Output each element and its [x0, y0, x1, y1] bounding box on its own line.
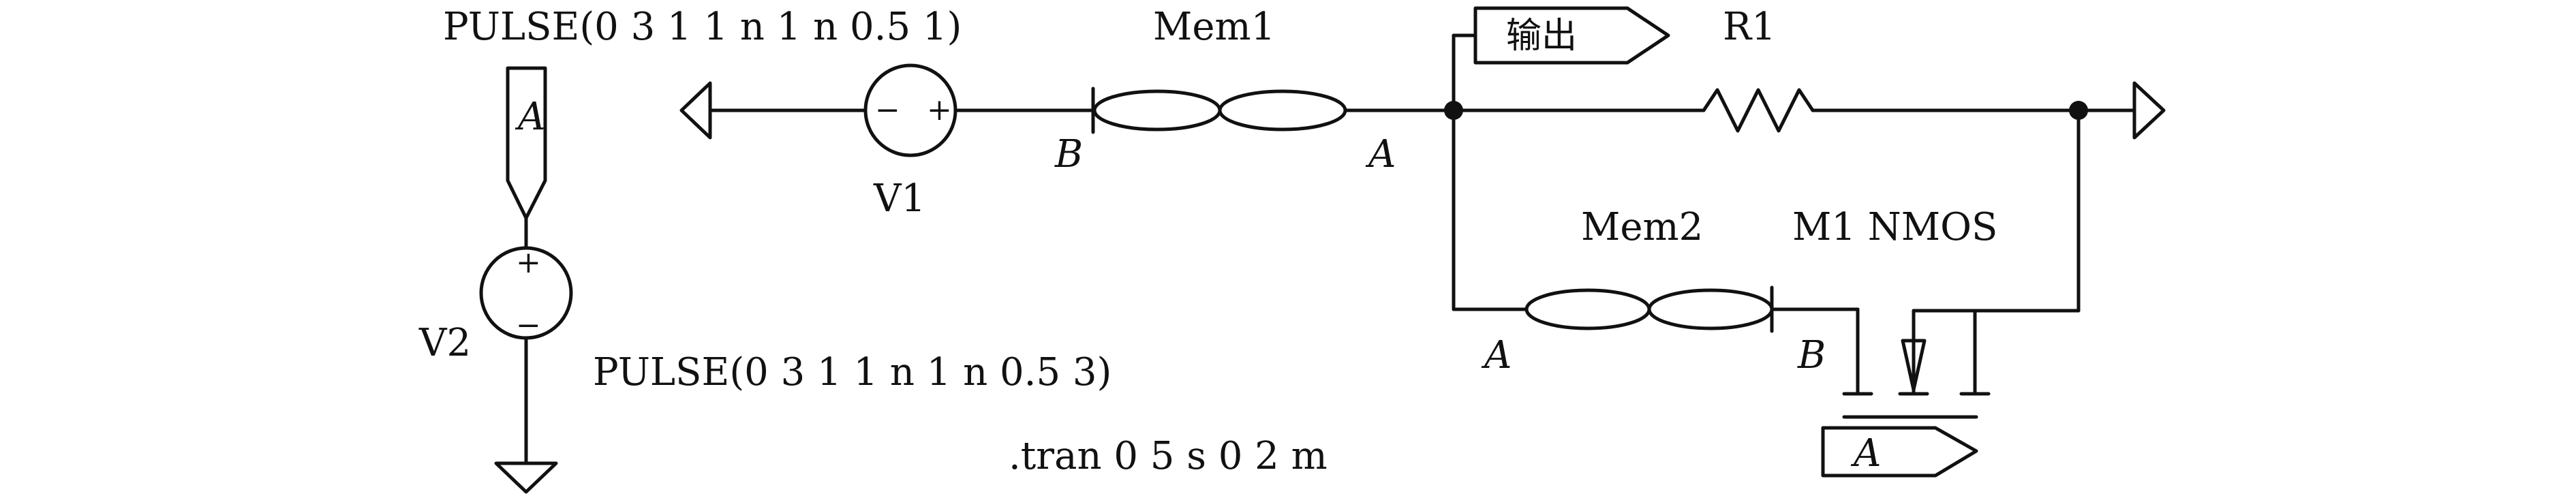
v2-minus-sign: − [516, 308, 541, 343]
mem2-a-terminal: A [1481, 333, 1512, 377]
v1-plus-sign: + [927, 93, 952, 127]
mem2-label: Mem2 [1581, 205, 1703, 249]
lower-branch: Mem2 A B M1 NMOS A [1452, 108, 2081, 478]
m1-label: M1 NMOS [1792, 205, 1997, 249]
v2-branch: PULSE(0 3 1 1 n 1 n 0.5 1) A + − V2 PULS… [418, 5, 1111, 494]
mem1-coil-right [1218, 89, 1347, 131]
output-port-label: 输出 [1506, 16, 1577, 57]
gate-input-flag [1821, 426, 1978, 478]
mem2-coil-right [1647, 288, 1774, 330]
v2-plus-sign: + [516, 245, 541, 280]
v2-top-pulse-label: PULSE(0 3 1 1 n 1 n 0.5 1) [443, 5, 962, 49]
v1-label: V1 [873, 176, 925, 221]
resistor-r1 [1702, 88, 1815, 133]
mem1-label: Mem1 [1153, 5, 1275, 49]
ground-symbol [494, 461, 558, 494]
mem1-a-terminal: A [1365, 132, 1396, 176]
v2-pulse-label: PULSE(0 3 1 1 n 1 n 0.5 3) [593, 350, 1111, 394]
right-terminal-arrow [2132, 81, 2166, 140]
mem1-coil-left [1092, 89, 1222, 131]
r1-label: R1 [1723, 5, 1776, 49]
output-port-flag [1473, 6, 1670, 65]
left-terminal-arrow [679, 81, 712, 140]
v2-label: V2 [418, 321, 471, 365]
main-branch: − + V1 Mem1 B A 输出 R1 [679, 5, 2166, 221]
input-port-a [506, 66, 547, 220]
tran-directive: .tran 0 5 s 0 2 m [1009, 434, 1328, 478]
gate-input-label: A [1850, 431, 1881, 476]
mem2-coil-left [1524, 288, 1651, 330]
input-port-a-label: A [515, 95, 545, 139]
v1-minus-sign: − [875, 93, 900, 127]
mem2-b-terminal: B [1797, 333, 1826, 377]
mem1-b-terminal: B [1054, 132, 1083, 176]
